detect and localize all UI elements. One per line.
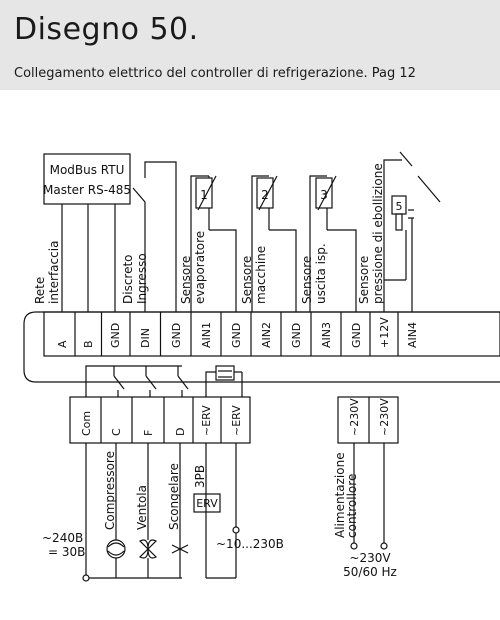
terminal-bottom-2: F <box>142 430 155 436</box>
label-erv-supply: ~10...230B <box>216 537 284 551</box>
terminal-strip-bottom-right <box>337 396 399 444</box>
sensor-1-box <box>195 177 213 209</box>
label-supply-left-2: = 30B <box>48 545 85 559</box>
terminal-top-7: AIN2 <box>260 322 273 348</box>
terminal-top-8: GND <box>290 323 303 348</box>
label-alim-2: controllore <box>345 474 359 538</box>
erv-box <box>193 493 221 513</box>
terminal-bottom-7: ~230V <box>378 398 391 436</box>
controller-body <box>23 311 500 383</box>
modbus-box <box>43 153 131 205</box>
terminal-bottom-5: ~ERV <box>230 405 243 436</box>
fan-icon <box>138 539 158 559</box>
terminal-top-11: +12V <box>378 317 391 348</box>
label-ebol-2: pressione di ebollizione <box>371 163 385 304</box>
terminal-bottom-0: Com <box>80 411 93 436</box>
header-band: Disegno 50. Collegamento elettrico del c… <box>0 0 500 90</box>
sensor-1-label: 1 <box>200 188 208 202</box>
terminal-top-1: B <box>82 340 95 348</box>
label-mains-2: 50/60 Hz <box>343 565 397 579</box>
label-discreto-2: Ingresso <box>135 253 149 304</box>
label-evap-1: Sensore <box>179 256 193 304</box>
wiring-diagram: ModBus RTU Master RS-485 1 2 3 5 Rete in… <box>23 151 500 582</box>
label-rete-2: interfaccia <box>47 241 61 304</box>
label-supply-left-1: ~240B <box>42 531 83 545</box>
compressor-icon <box>106 539 126 559</box>
label-uscita-2: uscita isp. <box>314 243 328 304</box>
terminal-top-5: AIN1 <box>200 322 213 348</box>
label-alim-1: Alimentazione <box>333 452 347 538</box>
modbus-line2: Master RS-485 <box>43 183 131 197</box>
label-macch-2: macchine <box>254 246 268 304</box>
terminal-bottom-6: ~230V <box>348 398 361 436</box>
sensor-2-label: 2 <box>261 188 269 202</box>
terminal-bottom-1: C <box>110 428 123 436</box>
terminal-top-4: GND <box>170 323 183 348</box>
terminal-bottom-4: ~ERV <box>200 405 213 436</box>
label-compressore: Compressore <box>103 451 117 530</box>
terminal-top-6: GND <box>230 323 243 348</box>
label-erv-box: ERV <box>196 497 218 510</box>
terminal-top-9: AIN3 <box>320 322 333 348</box>
terminal-bottom-3: D <box>174 428 187 436</box>
sensor-3-box <box>315 177 333 209</box>
terminal-strip-top <box>43 311 500 357</box>
label-scongelare: Scongelare <box>167 463 181 530</box>
label-macch-1: Sensore <box>240 256 254 304</box>
page-subtitle: Collegamento elettrico del controller di… <box>14 66 416 81</box>
page-title: Disegno 50. <box>14 12 199 47</box>
terminal-top-2: GND <box>109 323 122 348</box>
label-uscita-1: Sensore <box>300 256 314 304</box>
label-ventola: Ventola <box>135 485 149 530</box>
terminal-strip-bottom-left <box>69 396 251 444</box>
sensor-5-label: 5 <box>396 200 403 213</box>
label-discreto-1: Discreto <box>121 254 135 304</box>
sensor-3-label: 3 <box>320 188 328 202</box>
terminal-top-0: A <box>56 340 69 348</box>
label-mains-1: ~230V <box>349 551 391 565</box>
label-ebol-1: Sensore <box>357 256 371 304</box>
label-3pb: 3PB <box>193 465 207 488</box>
sensor-2-box <box>256 177 274 209</box>
defrost-snowflake-icon <box>171 540 189 558</box>
terminal-top-10: GND <box>350 323 363 348</box>
modbus-line1: ModBus RTU <box>50 163 125 177</box>
label-rete-1: Rete <box>33 277 47 304</box>
terminal-top-12: AIN4 <box>406 322 419 348</box>
terminal-top-3: DIN <box>139 328 152 348</box>
label-evap-2: evaporatore <box>193 231 207 304</box>
